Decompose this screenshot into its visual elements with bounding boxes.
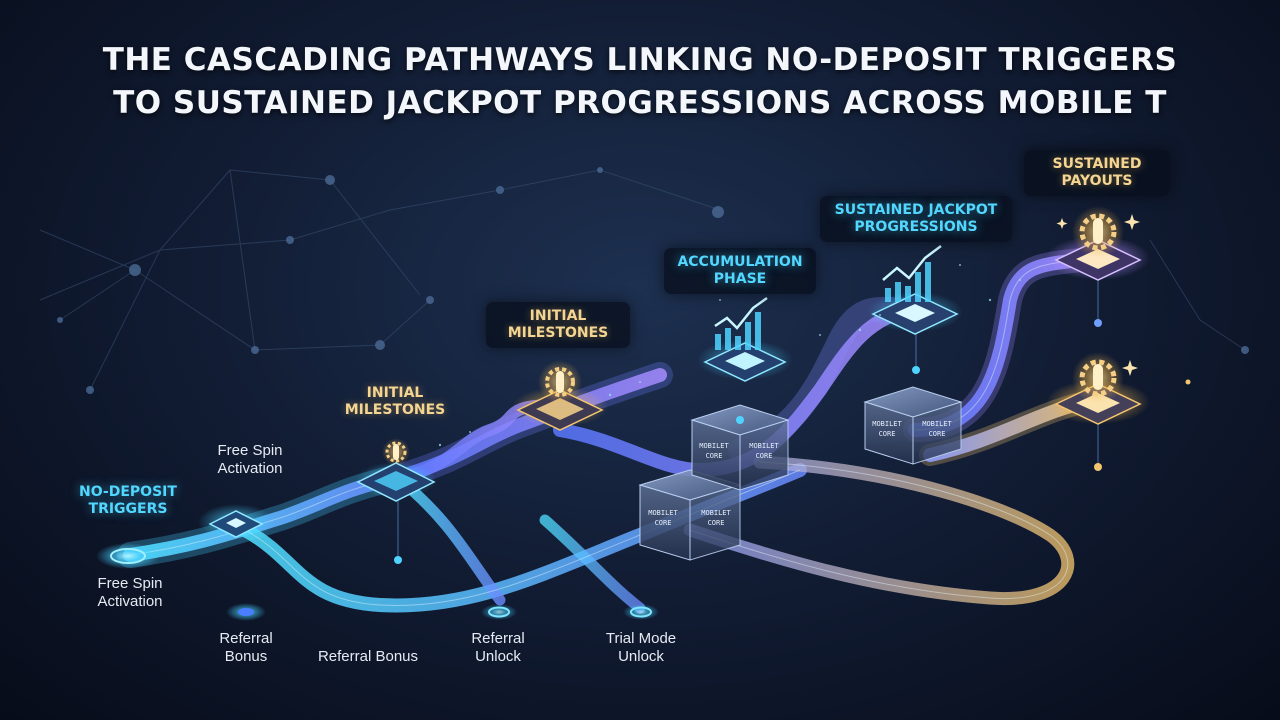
cube-back-left-label-3: MOBILET: [749, 442, 779, 450]
label-line: Referral: [471, 630, 525, 647]
cube-back-right-label-4: CORE: [929, 430, 946, 438]
label-line: TRIGGERS: [88, 501, 168, 518]
label-line: ACCUMULATION: [677, 254, 803, 270]
trial-mode-disc: [623, 604, 659, 620]
mobilet-core-cube-back-left: MOBILET CORE MOBILET CORE: [690, 404, 790, 491]
cube-back-left-label-2: CORE: [706, 452, 723, 460]
label-line: NO-DEPOSIT: [79, 484, 177, 500]
page-title-line-1: THE CASCADING PATHWAYS LINKING NO-DEPOSI…: [102, 42, 1178, 78]
label-trial-mode-unlock: Trial Mode Unlock: [581, 630, 701, 666]
label-line: SUSTAINED: [1052, 156, 1142, 172]
label-initial-milestones-right: INITIAL MILESTONES: [486, 302, 630, 349]
label-line: Free Spin: [217, 442, 283, 459]
label-line: PHASE: [713, 271, 767, 288]
label-line: Unlock: [475, 648, 521, 665]
label-free-spin-activation-bottom: Free Spin Activation: [70, 575, 190, 611]
label-accumulation-phase: ACCUMULATION PHASE: [664, 248, 816, 295]
label-sustained-payouts: SUSTAINED PAYOUTS: [1024, 150, 1170, 197]
free-spin-platform: [198, 504, 274, 540]
cube-front-label-1: MOBILET: [648, 509, 678, 517]
label-line: Activation: [217, 460, 283, 477]
background-network: [39, 169, 1246, 391]
entry-discs: [96, 543, 659, 621]
label-line: Referral: [219, 630, 273, 647]
label-line: SUSTAINED JACKPOT: [834, 202, 998, 218]
label-referral-bonus: Referral Bonus: [196, 630, 296, 666]
label-line: Unlock: [618, 648, 664, 665]
bar-chart-icon: [882, 245, 942, 302]
label-line: INITIAL: [366, 385, 424, 401]
label-referral-unlock: Referral Unlock: [448, 630, 548, 666]
gear-icon: [538, 360, 582, 404]
milestone-left-platform: [356, 462, 436, 502]
cube-back-left-label-4: CORE: [756, 452, 773, 460]
cube-front-label-3: MOBILET: [701, 509, 731, 517]
referral-unlock-disc: [481, 604, 517, 620]
label-line: MILESTONES: [344, 402, 446, 419]
milestone-right-platform: [512, 387, 608, 431]
label-line: PROGRESSIONS: [854, 219, 978, 236]
path-long-return: [683, 455, 1075, 606]
cube-back-right-label-1: MOBILET: [872, 420, 902, 428]
label-no-deposit-triggers: NO-DEPOSIT TRIGGERS: [68, 484, 188, 518]
path-referral-unlock: [394, 474, 506, 606]
page-title-line-2: TO SUSTAINED JACKPOT PROGRESSIONS ACROSS…: [113, 85, 1167, 121]
mobilet-core-cube-back-right: MOBILET CORE MOBILET CORE: [863, 386, 963, 465]
no-deposit-disc: [96, 543, 160, 569]
label-line: Free Spin: [97, 575, 163, 592]
path-trigger-to-milestone: [123, 471, 402, 562]
progressions-platform: [867, 292, 963, 335]
particles: [438, 264, 1021, 447]
gear-icon: [1072, 352, 1124, 404]
label-initial-milestones-left: INITIAL MILESTONES: [330, 385, 460, 419]
cube-front-label-2: CORE: [655, 519, 672, 527]
gear-icon: [382, 438, 410, 466]
label-referral-bonus-inline: Referral Bonus: [317, 648, 419, 665]
label-line: Activation: [97, 593, 163, 610]
path-trial-unlock: [539, 514, 646, 614]
bar-chart-icon: [714, 296, 768, 350]
sparkle-icon: [1056, 214, 1140, 376]
background-nodes: [57, 167, 1249, 394]
label-line: PAYOUTS: [1061, 173, 1133, 190]
referral-bonus-disc: [226, 603, 266, 621]
label-free-spin-activation-top: Free Spin Activation: [190, 442, 310, 478]
cube-back-right-label-2: CORE: [879, 430, 896, 438]
label-line: Trial Mode: [605, 630, 677, 647]
drop-dots: [394, 319, 1191, 564]
label-line: INITIAL: [529, 308, 587, 324]
cube-back-left-label-1: MOBILET: [699, 442, 729, 450]
cube-back-right-label-3: MOBILET: [922, 420, 952, 428]
label-line: MILESTONES: [507, 325, 609, 342]
gear-icon: [1072, 206, 1124, 258]
label-line: Bonus: [224, 648, 268, 665]
cube-front-label-4: CORE: [708, 519, 725, 527]
label-sustained-jackpot-progressions: SUSTAINED JACKPOT PROGRESSIONS: [820, 196, 1012, 243]
